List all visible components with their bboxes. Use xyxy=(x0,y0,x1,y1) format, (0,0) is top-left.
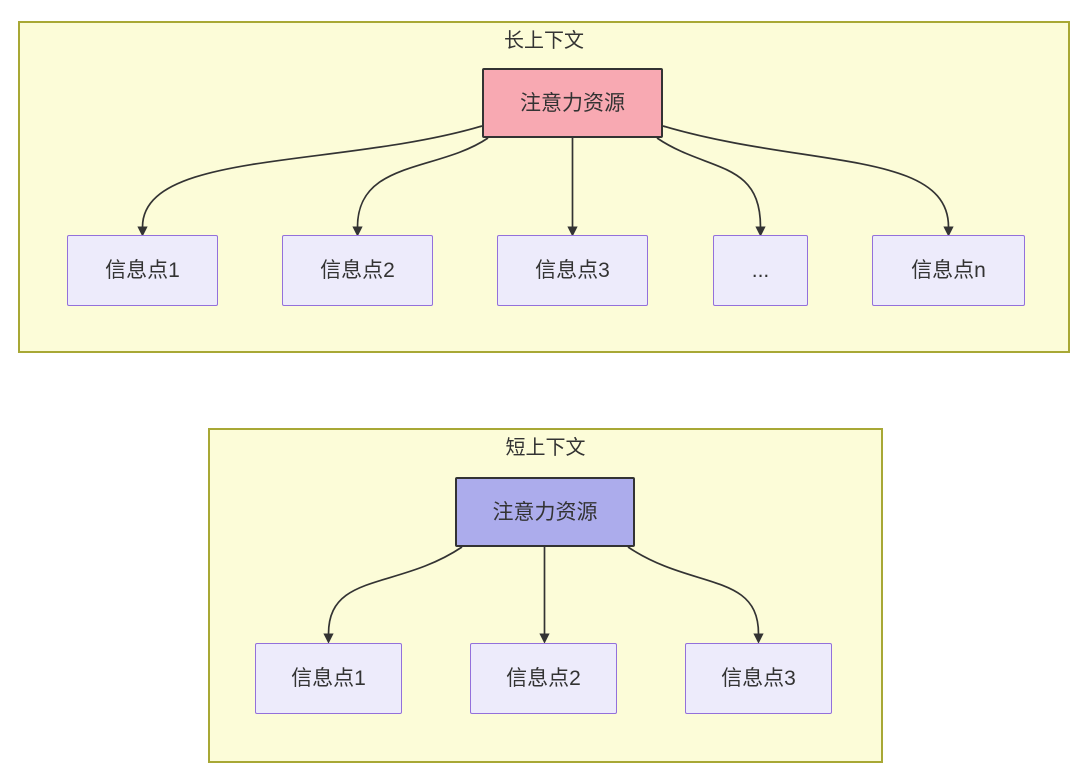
short-context-title: 短上下文 xyxy=(505,437,586,459)
long-info-box-2: 信息点2 xyxy=(282,235,433,306)
short-info-box-1: 信息点1 xyxy=(255,643,402,714)
short-attention-box: 注意力资源 xyxy=(455,477,635,547)
short-info-box-2: 信息点2 xyxy=(470,643,617,714)
long-attention-box: 注意力资源 xyxy=(482,68,663,138)
short-info-box-3: 信息点3 xyxy=(685,643,832,714)
long-info-box-1: 信息点1 xyxy=(67,235,218,306)
long-info-box-n: 信息点n xyxy=(872,235,1025,306)
long-info-box-ellipsis: ... xyxy=(713,235,808,306)
long-info-box-3: 信息点3 xyxy=(497,235,648,306)
long-context-title: 长上下文 xyxy=(504,30,584,52)
